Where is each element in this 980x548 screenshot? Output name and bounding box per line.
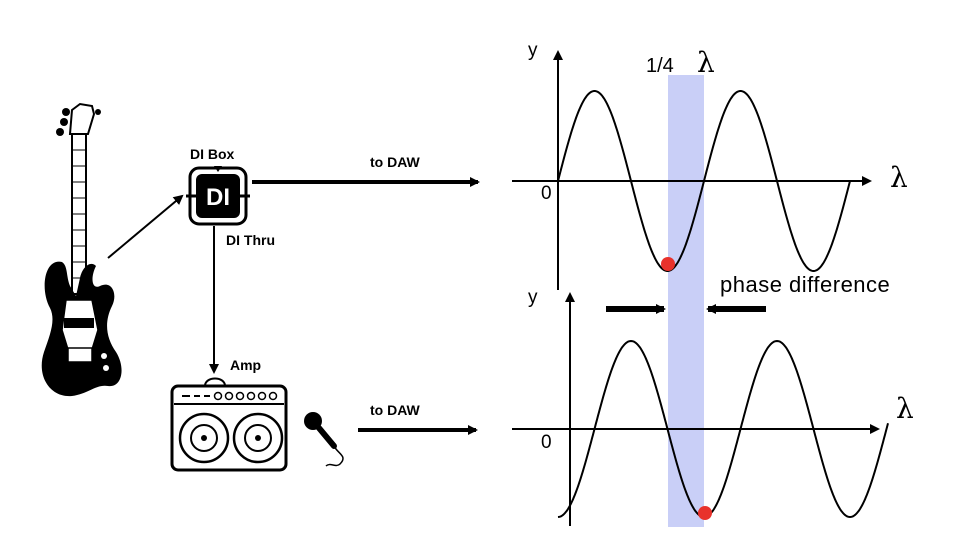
di-box-icon <box>186 166 250 226</box>
bottom-x-label: λ <box>896 392 914 425</box>
to-daw-bottom-label: to DAW <box>370 402 421 418</box>
top-x-label: λ <box>890 161 908 194</box>
di-box-mark: DI <box>206 184 230 211</box>
quarter-wavelength-band <box>668 75 704 527</box>
phase-difference-label: phase difference <box>720 272 890 297</box>
quarter-fraction-label: 1/4 <box>646 55 674 77</box>
bottom-y-label: y <box>528 287 538 308</box>
bottom-sine-wave <box>557 339 889 519</box>
quarter-lambda-label: λ <box>697 46 715 79</box>
microphone-icon <box>304 412 344 467</box>
top-origin-label: 0 <box>541 183 552 204</box>
bottom-trough-marker <box>698 506 712 520</box>
top-trough-marker <box>661 257 675 271</box>
top-sine-wave <box>557 90 851 272</box>
amp-label: Amp <box>230 357 261 373</box>
di-box-label: DI Box <box>190 146 235 162</box>
bottom-origin-label: 0 <box>541 432 552 453</box>
di-thru-label: DI Thru <box>226 232 275 248</box>
bass-guitar-icon <box>41 102 122 397</box>
top-y-label: y <box>528 40 538 61</box>
top-waveform-graph <box>512 50 872 290</box>
guitar-to-di-arrow <box>107 194 184 259</box>
to-daw-top-label: to DAW <box>370 154 421 170</box>
bottom-waveform-graph <box>512 292 889 526</box>
amplifier-icon <box>170 377 288 472</box>
